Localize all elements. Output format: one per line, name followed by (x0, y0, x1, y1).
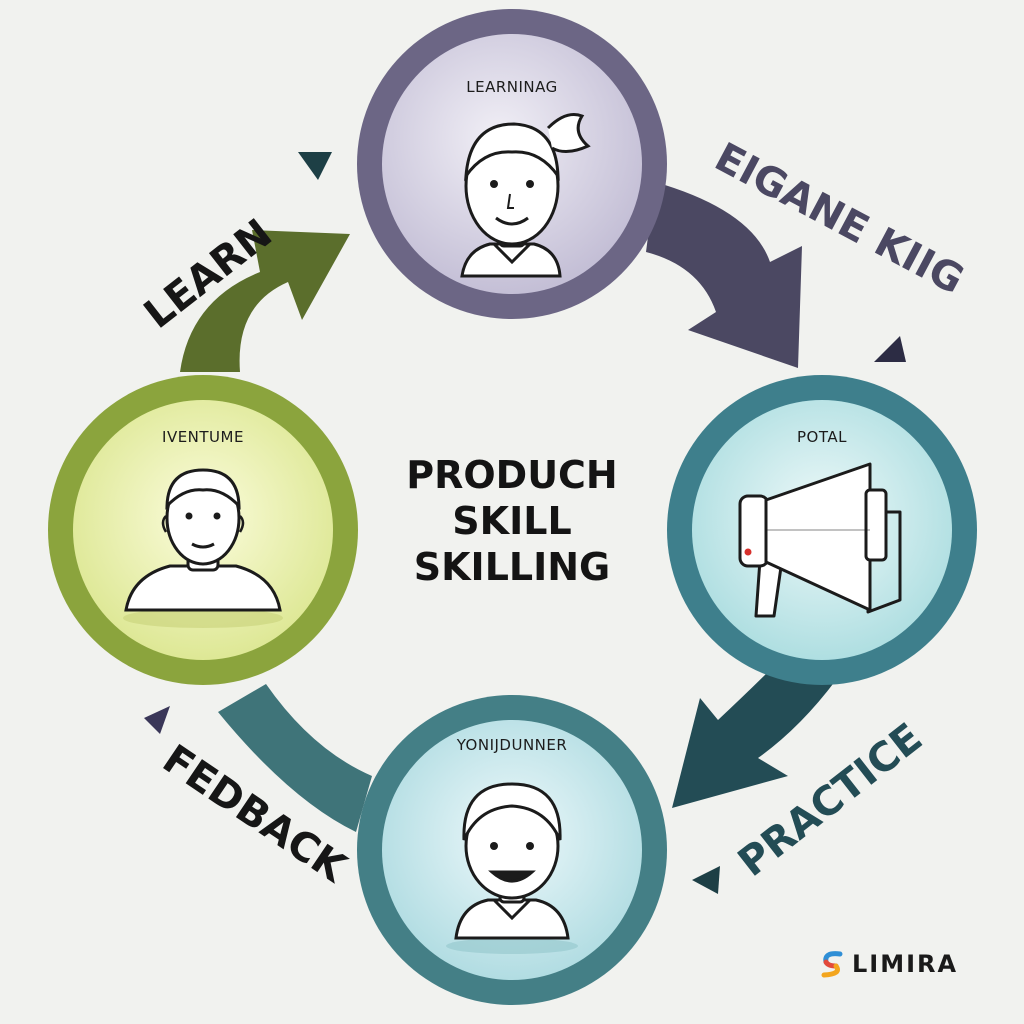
limira-logo-icon (821, 951, 843, 978)
person-woman-icon (460, 113, 591, 278)
marker-triangle-top-left (298, 152, 332, 180)
node-bottom-label: YONIJDUNNER (456, 736, 568, 754)
center-title-line-3: SKILLING (413, 545, 611, 589)
node-left-label: IVENTUME (162, 428, 244, 446)
node-bottom: YONIJDUNNER (357, 695, 667, 1005)
arrow-feedback (218, 684, 372, 832)
arrow-engage (646, 182, 802, 368)
marker-triangle-left-bottom (144, 706, 170, 734)
arrow-learn (180, 230, 350, 372)
marker-triangle-right (874, 336, 906, 362)
person-man-icon (124, 468, 282, 612)
center-title: PRODUCH SKILL SKILLING (352, 452, 672, 590)
center-title-line-1: PRODUCH (406, 453, 618, 497)
node-top: LEARNINAG (357, 9, 667, 319)
brand-name: LIMIRA (852, 950, 959, 978)
node-left: IVENTUME (48, 375, 358, 685)
center-title-line-2: SKILL (452, 499, 572, 543)
node-right-label: POTAL (797, 428, 847, 446)
node-top-label: LEARNINAG (466, 78, 558, 96)
marker-triangle-bottom-right (692, 866, 720, 894)
brand: LIMIRA (820, 944, 958, 984)
arrow-practice (672, 666, 836, 808)
node-right: POTAL (667, 375, 977, 685)
person-smiling-icon (454, 782, 570, 940)
megaphone-icon (738, 462, 902, 618)
